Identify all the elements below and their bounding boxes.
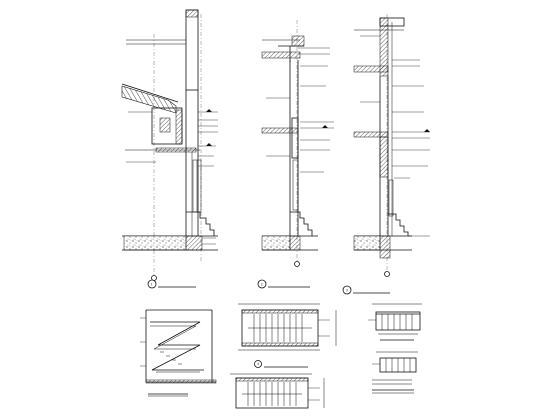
railing-detail — [372, 351, 418, 394]
stair-plan-lower-detail — [230, 373, 325, 409]
section-bubble-icon — [254, 360, 262, 368]
section-detail-1: 1 — [121, 9, 218, 289]
level-triangle-icon — [322, 125, 328, 128]
railing-elevation-detail — [368, 303, 422, 341]
stair-section-detail — [140, 309, 217, 397]
stair-plan-detail: 4 — [238, 303, 337, 368]
grid-axis-icon — [384, 271, 390, 277]
stair-plan-marker: 4 — [257, 362, 259, 366]
section-bubble-icon — [257, 279, 267, 289]
level-triangle-icon — [206, 143, 212, 146]
section-3-marker: 3 — [346, 288, 348, 292]
grid-axis-icon — [294, 261, 300, 267]
section-2-marker: 2 — [261, 282, 263, 286]
level-triangle-icon — [206, 109, 212, 112]
section-bubble-icon — [147, 279, 157, 289]
section-detail-3: 3 — [342, 14, 430, 295]
section-1-marker: 1 — [151, 282, 153, 286]
section-detail-2: 2 — [257, 20, 334, 289]
section-bubble-icon — [342, 285, 352, 295]
level-triangle-icon — [424, 129, 430, 132]
